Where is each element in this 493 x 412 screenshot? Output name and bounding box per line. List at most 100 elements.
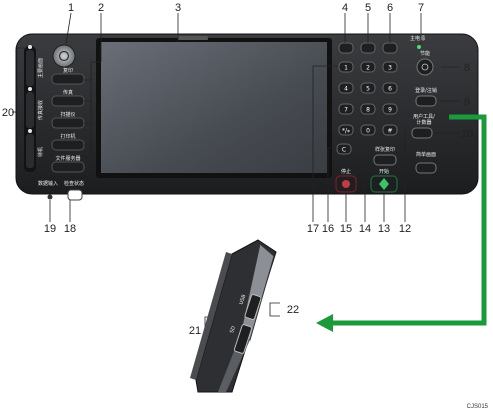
keypad-key-label: 8 bbox=[366, 107, 370, 114]
callout-21: 21 bbox=[189, 325, 201, 337]
keypad-key-label: 0 bbox=[366, 128, 370, 135]
callout-1: 1 bbox=[68, 2, 74, 14]
clear-key[interactable] bbox=[336, 143, 352, 155]
touch-display[interactable] bbox=[101, 42, 327, 173]
function-key[interactable] bbox=[51, 95, 85, 107]
side-key-home[interactable] bbox=[26, 50, 34, 86]
keypad-key-label: */⁎ bbox=[342, 128, 350, 135]
callout-18: 18 bbox=[64, 223, 76, 235]
callout-10: 10 bbox=[461, 128, 473, 140]
side-led-2 bbox=[28, 87, 32, 91]
energy-saver-icon bbox=[421, 63, 429, 71]
keypad-key[interactable] bbox=[360, 124, 376, 136]
login-logout-button[interactable] bbox=[415, 95, 437, 107]
keypad-key[interactable] bbox=[382, 61, 398, 73]
callout-numbers: 1 2 3 4 5 6 7 8 9 10 11 12 13 14 15 16 1… bbox=[2, 2, 473, 337]
start-icon bbox=[379, 178, 389, 190]
function-key[interactable] bbox=[51, 117, 85, 129]
callout-14: 14 bbox=[359, 223, 371, 235]
sample-copy-button[interactable] bbox=[373, 154, 397, 166]
callout-5: 5 bbox=[365, 2, 371, 14]
simple-screen-label: 简单画面 bbox=[416, 151, 436, 158]
sd-slot-label: SD bbox=[229, 325, 237, 334]
callout-22: 22 bbox=[287, 304, 299, 316]
callout-9: 9 bbox=[464, 96, 470, 108]
energy-saver-label: 节能 bbox=[420, 50, 430, 57]
side-label-home: 主要画面 bbox=[37, 58, 44, 78]
keypad-key[interactable] bbox=[338, 61, 354, 73]
keypad-key[interactable] bbox=[382, 103, 398, 115]
user-tools-label-2: 计数器 bbox=[416, 119, 431, 126]
callout-16: 16 bbox=[322, 223, 334, 235]
keypad-key-label: 4 bbox=[344, 86, 348, 93]
callout-12: 12 bbox=[399, 223, 411, 235]
function-key-group: 复印 传真 扫描仪 打印机 文件服务器 bbox=[51, 67, 85, 173]
keypad-key[interactable] bbox=[360, 82, 376, 94]
callout-6: 6 bbox=[387, 2, 393, 14]
power-knob[interactable] bbox=[52, 44, 76, 68]
callout-2: 2 bbox=[98, 2, 104, 14]
panel-side-view: USB SD bbox=[190, 239, 277, 393]
function-key-label: 打印机 bbox=[60, 133, 75, 140]
function-key[interactable] bbox=[51, 139, 85, 151]
callout-17: 17 bbox=[307, 223, 319, 235]
top-key[interactable] bbox=[382, 42, 398, 54]
data-in-label: 数据输入 bbox=[38, 180, 58, 187]
keypad-key-label: 7 bbox=[344, 107, 348, 114]
keypad-key[interactable] bbox=[338, 82, 354, 94]
main-power-led bbox=[417, 45, 421, 49]
side-key-fax[interactable] bbox=[26, 92, 34, 128]
login-logout-label: 登录/注销 bbox=[415, 87, 437, 94]
side-led-1 bbox=[28, 45, 32, 49]
keypad-key[interactable] bbox=[382, 124, 398, 136]
stop-icon bbox=[342, 180, 350, 188]
top-key[interactable] bbox=[360, 42, 376, 54]
callout-3: 3 bbox=[175, 2, 181, 14]
callout-19: 19 bbox=[44, 223, 56, 235]
sample-copy-label: 样张复印 bbox=[375, 146, 395, 153]
function-key-label: 传真 bbox=[63, 89, 73, 96]
keypad-key[interactable] bbox=[338, 124, 354, 136]
keypad-key-label: 1 bbox=[344, 65, 348, 72]
function-key-label: 扫描仪 bbox=[60, 111, 75, 118]
pointer-arrowhead bbox=[316, 314, 333, 332]
user-tools-label-1: 用户工具/ bbox=[413, 113, 435, 120]
side-led-3 bbox=[28, 129, 32, 133]
pointer-arrow bbox=[331, 114, 487, 326]
side-label-fax: 传真接收 bbox=[37, 100, 44, 120]
function-key-label: 文件服务器 bbox=[55, 155, 80, 162]
callout-11: 11 bbox=[461, 163, 472, 175]
simple-screen-button[interactable] bbox=[415, 162, 437, 174]
top-key[interactable] bbox=[338, 42, 354, 54]
sd-slot[interactable] bbox=[233, 324, 253, 354]
callout-8: 8 bbox=[464, 62, 470, 74]
usb-slot[interactable] bbox=[244, 294, 262, 320]
keypad-key-label: 2 bbox=[366, 65, 370, 72]
start-label: 开始 bbox=[379, 168, 389, 175]
data-in-indicator bbox=[47, 194, 53, 200]
user-tools-button[interactable] bbox=[411, 127, 433, 139]
callout-7: 7 bbox=[418, 2, 424, 14]
side-key-standby[interactable] bbox=[26, 134, 34, 168]
stop-label: 停止 bbox=[341, 168, 351, 175]
keypad-key[interactable] bbox=[338, 103, 354, 115]
main-power-label: 主电源 bbox=[410, 35, 425, 42]
usb-slot-label: USB bbox=[239, 293, 248, 305]
callout-20: 20 bbox=[2, 107, 14, 119]
function-key[interactable] bbox=[51, 73, 85, 85]
callout-4: 4 bbox=[342, 2, 348, 14]
keypad-key-label: 5 bbox=[366, 86, 370, 93]
keypad-key[interactable] bbox=[360, 103, 376, 115]
function-key[interactable] bbox=[51, 161, 85, 173]
check-status-button[interactable] bbox=[67, 189, 83, 201]
side-label-standby: 待机 bbox=[37, 147, 44, 157]
keypad-key-label: 6 bbox=[388, 86, 392, 93]
keypad-key[interactable] bbox=[360, 61, 376, 73]
energy-saver-button[interactable] bbox=[416, 58, 434, 76]
keypad-key[interactable] bbox=[382, 82, 398, 94]
power-icon bbox=[58, 50, 70, 62]
keypad-key-label: 3 bbox=[388, 65, 392, 72]
display-notch bbox=[178, 36, 208, 40]
